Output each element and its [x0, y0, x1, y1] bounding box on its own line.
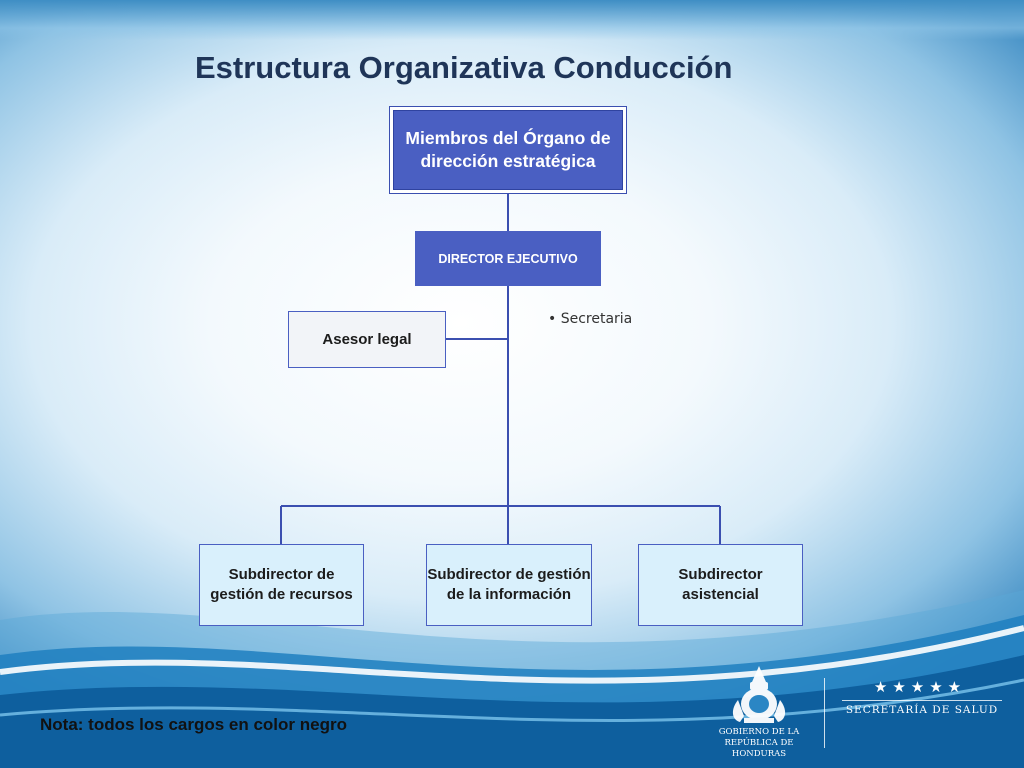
org-node-subdirector-asistencial: Subdirector asistencial: [638, 544, 803, 626]
org-node-label: Subdirector asistencial: [678, 566, 763, 603]
secretaria-salud-text: SECRETARÍA DE SALUD: [845, 704, 999, 716]
bottom-swoosh: [0, 590, 1024, 768]
secretaria-rule: [842, 700, 1002, 701]
government-seal-icon: [732, 666, 786, 723]
page-title: Estructura Organizativa Conducción: [195, 50, 733, 85]
top-band: [0, 0, 1024, 40]
org-node-label: Subdirector de gestión de la información: [427, 566, 591, 603]
org-node-label: Subdirector de gestión de recursos: [210, 566, 353, 603]
footnote: Nota: todos los cargos en color negro: [40, 715, 347, 734]
org-node-label: Miembros del Órgano de dirección estraté…: [405, 128, 611, 171]
org-node-director-ejecutivo: DIRECTOR EJECUTIVO: [415, 231, 601, 286]
gobierno-text: Gobierno de la República de Honduras: [718, 727, 800, 759]
org-node-label: Asesor legal: [322, 331, 412, 348]
org-node-subdirector-recursos: Subdirector de gestión de recursos: [199, 544, 364, 626]
org-node-subdirector-informacion: Subdirector de gestión de la información: [426, 544, 592, 626]
org-node-asesor-legal: Asesor legal: [288, 311, 446, 368]
branding-divider: [824, 678, 825, 748]
stars-icon: ★★★★★: [873, 678, 967, 696]
org-node-label: DIRECTOR EJECUTIVO: [438, 251, 578, 266]
secretaria-bullet: • Secretaria: [548, 311, 633, 327]
org-node-organo-direccion: Miembros del Órgano de dirección estraté…: [389, 106, 627, 194]
